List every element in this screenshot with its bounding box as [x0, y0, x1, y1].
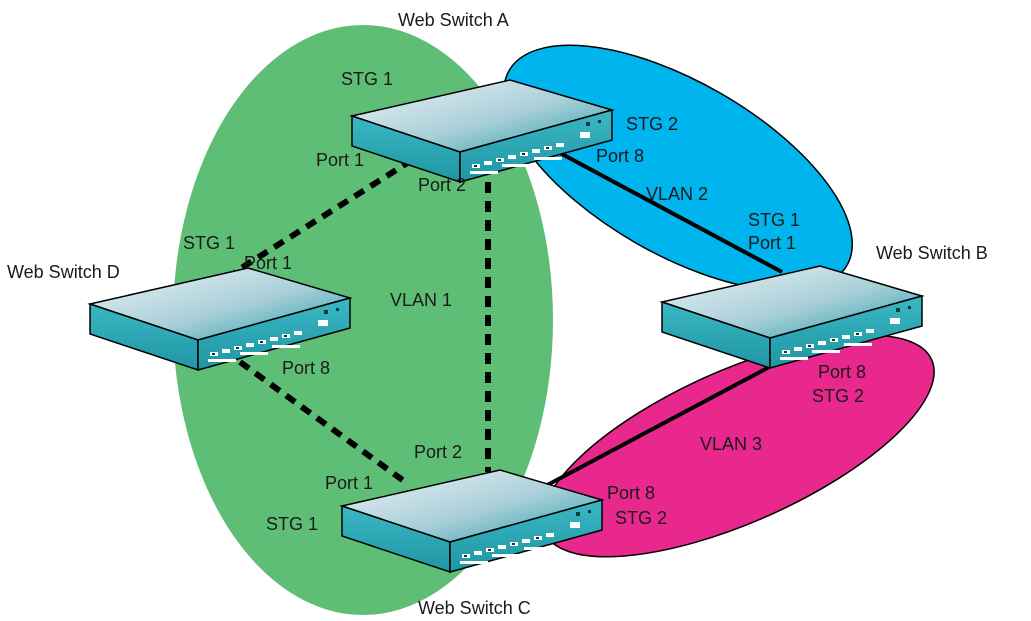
vlan2-label: VLAN 2: [646, 184, 708, 204]
a-stg2-label: STG 2: [626, 114, 678, 134]
b-port8-label: Port 8: [818, 362, 866, 382]
c-port8-label: Port 8: [607, 483, 655, 503]
c-stg2-label: STG 2: [615, 508, 667, 528]
link-a-d-blocked: [233, 157, 414, 275]
c-port2-label: Port 2: [414, 442, 462, 462]
c-stg1-label: STG 1: [266, 514, 318, 534]
vlan1-label: VLAN 1: [390, 290, 452, 310]
d-port1-label: Port 1: [244, 253, 292, 273]
link-d-c-blocked: [238, 359, 410, 487]
switch-d-name: Web Switch D: [7, 262, 120, 282]
link-b-c-vlan3: [537, 354, 791, 492]
a-port2-label: Port 2: [418, 175, 466, 195]
link-a-b-vlan2: [546, 144, 783, 274]
b-port1-label: Port 1: [748, 233, 796, 253]
switch-b-name: Web Switch B: [876, 243, 988, 263]
b-stg2-label: STG 2: [812, 386, 864, 406]
d-stg1-label: STG 1: [183, 233, 235, 253]
links: [233, 144, 791, 492]
a-port8-label: Port 8: [596, 146, 644, 166]
c-port1-label: Port 1: [325, 473, 373, 493]
switch-a-name: Web Switch A: [398, 10, 509, 30]
b-stg1-label: STG 1: [748, 210, 800, 230]
a-port1-label: Port 1: [316, 150, 364, 170]
a-stg1-label: STG 1: [341, 69, 393, 89]
d-port8-label: Port 8: [282, 358, 330, 378]
vlan3-label: VLAN 3: [700, 434, 762, 454]
switch-c-name: Web Switch C: [418, 598, 531, 618]
